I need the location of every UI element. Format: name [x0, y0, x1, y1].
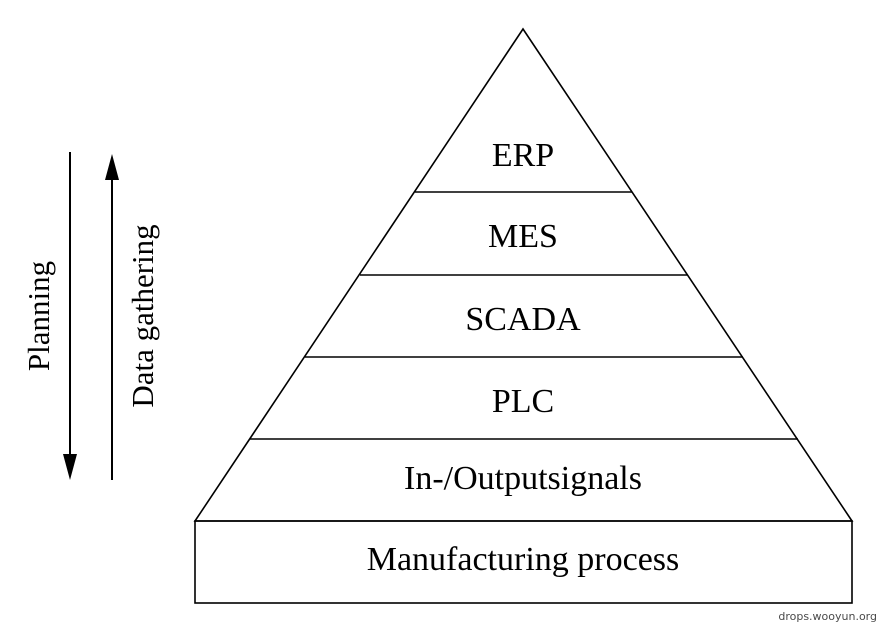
- layer-label-erp: ERP: [492, 137, 554, 174]
- layer-label-scada: SCADA: [465, 301, 581, 338]
- base-label-manufacturing-process: Manufacturing process: [367, 541, 680, 578]
- layer-label-io-signals: In-/Outputsignals: [404, 460, 642, 497]
- data-gathering-arrow-head: [105, 154, 119, 180]
- planning-label: Planning: [21, 261, 56, 371]
- data-gathering-label: Data gathering: [125, 224, 160, 407]
- watermark-text: drops.wooyun.org: [778, 610, 877, 623]
- layer-label-mes: MES: [488, 218, 558, 255]
- planning-arrow-head: [63, 454, 77, 480]
- layer-label-plc: PLC: [492, 383, 554, 420]
- base-layer-box: [194, 520, 853, 604]
